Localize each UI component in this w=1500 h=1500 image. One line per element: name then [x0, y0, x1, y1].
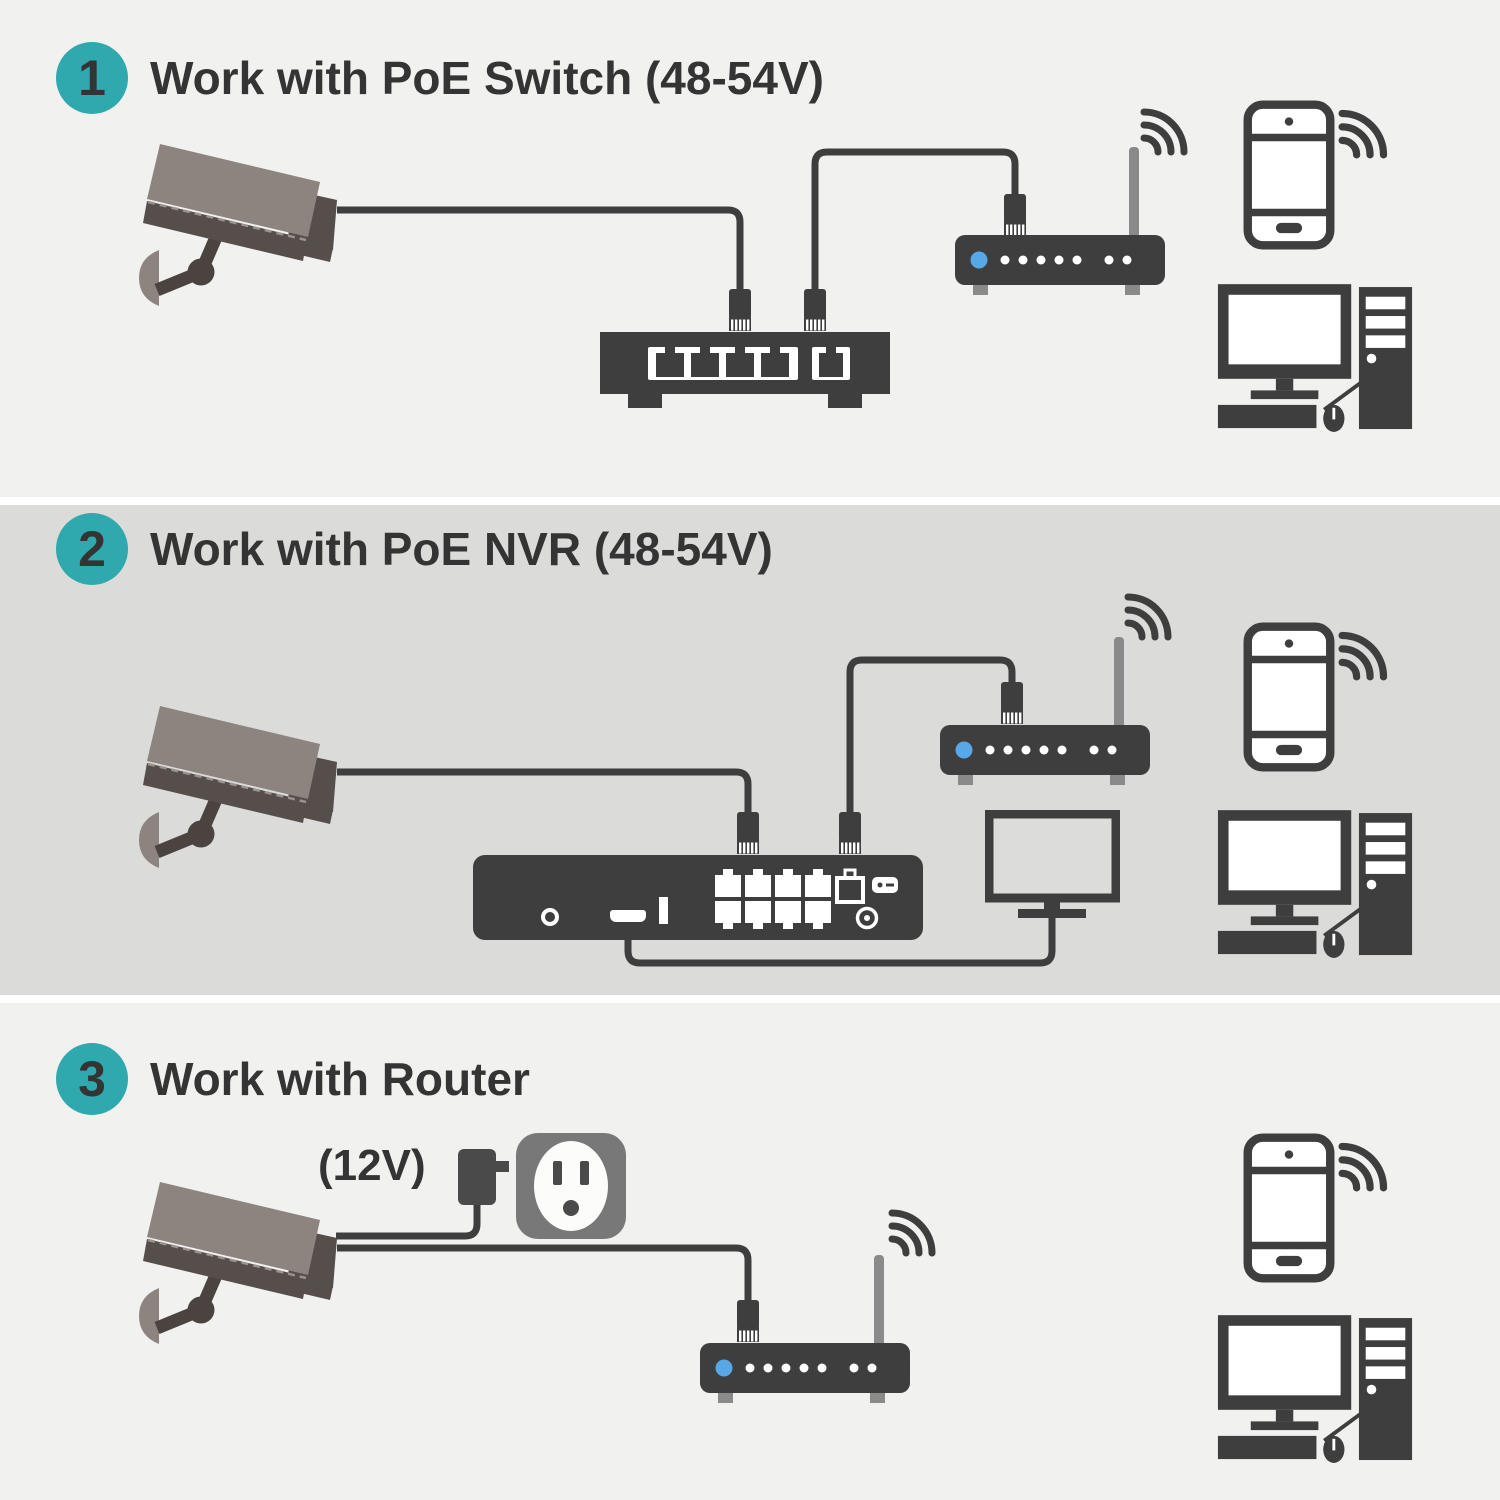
cctv-camera-icon — [139, 1182, 337, 1344]
wifi-waves-icon — [1342, 113, 1383, 154]
poe-switch-icon — [600, 332, 890, 408]
desktop-computer-icon — [1216, 1313, 1414, 1465]
wifi-waves-icon — [1342, 1146, 1383, 1187]
hdmi-cable — [624, 917, 1056, 967]
section-title: Work with PoE Switch (48-54V) — [150, 52, 824, 104]
power-outlet-icon — [516, 1133, 626, 1239]
rj45-plug-icon — [729, 278, 751, 331]
desktop-computer-icon — [1216, 282, 1414, 434]
wifi-router-icon — [700, 1255, 910, 1403]
section-2-header: 2 Work with PoE NVR (48-54V) — [56, 513, 773, 585]
smartphone-icon — [1248, 105, 1331, 246]
diagram-router — [0, 1133, 1414, 1465]
wifi-router-icon — [955, 147, 1165, 295]
section-3-header: 3 Work with Router — [56, 1043, 530, 1115]
monitor-icon — [989, 814, 1116, 918]
poe-nvr-icon — [473, 855, 923, 940]
desktop-computer-icon — [1216, 808, 1414, 960]
section-poe-switch: 1 Work with PoE Switch (48-54V) — [0, 0, 1500, 497]
power-voltage-label: (12V) — [318, 1141, 426, 1190]
cctv-camera-icon — [139, 144, 337, 306]
smartphone-icon — [1248, 627, 1331, 768]
smartphone-icon — [1248, 1138, 1331, 1279]
wifi-waves-icon — [1144, 112, 1184, 152]
rj45-plug-icon — [804, 278, 826, 331]
cctv-camera-icon — [139, 706, 337, 868]
step-number-badge: 3 — [56, 1043, 128, 1115]
wifi-waves-icon — [1128, 597, 1168, 637]
power-adapter-icon — [458, 1149, 509, 1205]
diagram-poe-nvr — [0, 505, 1414, 967]
rj45-plug-icon — [1004, 183, 1026, 236]
section-poe-nvr: 2 Work with PoE NVR (48-54V) — [0, 505, 1500, 995]
rj45-plug-icon — [1001, 671, 1023, 724]
section-title: Work with Router — [150, 1053, 530, 1105]
ethernet-cable — [337, 206, 744, 282]
ethernet-cable — [846, 656, 1016, 803]
power-cable — [336, 1205, 481, 1240]
rj45-plug-icon — [737, 1289, 759, 1342]
section-router: 3 Work with Router (12V) — [0, 1003, 1500, 1500]
rj45-plug-icon — [737, 801, 759, 854]
section-title: Work with PoE NVR (48-54V) — [150, 523, 773, 575]
rj45-plug-icon — [839, 801, 861, 854]
step-number-badge: 1 — [56, 42, 128, 114]
ethernet-cable — [337, 1244, 752, 1293]
ethernet-cable — [811, 148, 1019, 282]
ethernet-cable — [337, 768, 752, 803]
step-number-badge: 2 — [56, 513, 128, 585]
wifi-waves-icon — [892, 1213, 932, 1253]
section-1-header: 1 Work with PoE Switch (48-54V) — [56, 42, 824, 114]
diagram-poe-switch — [0, 0, 1414, 434]
wifi-waves-icon — [1342, 635, 1383, 676]
